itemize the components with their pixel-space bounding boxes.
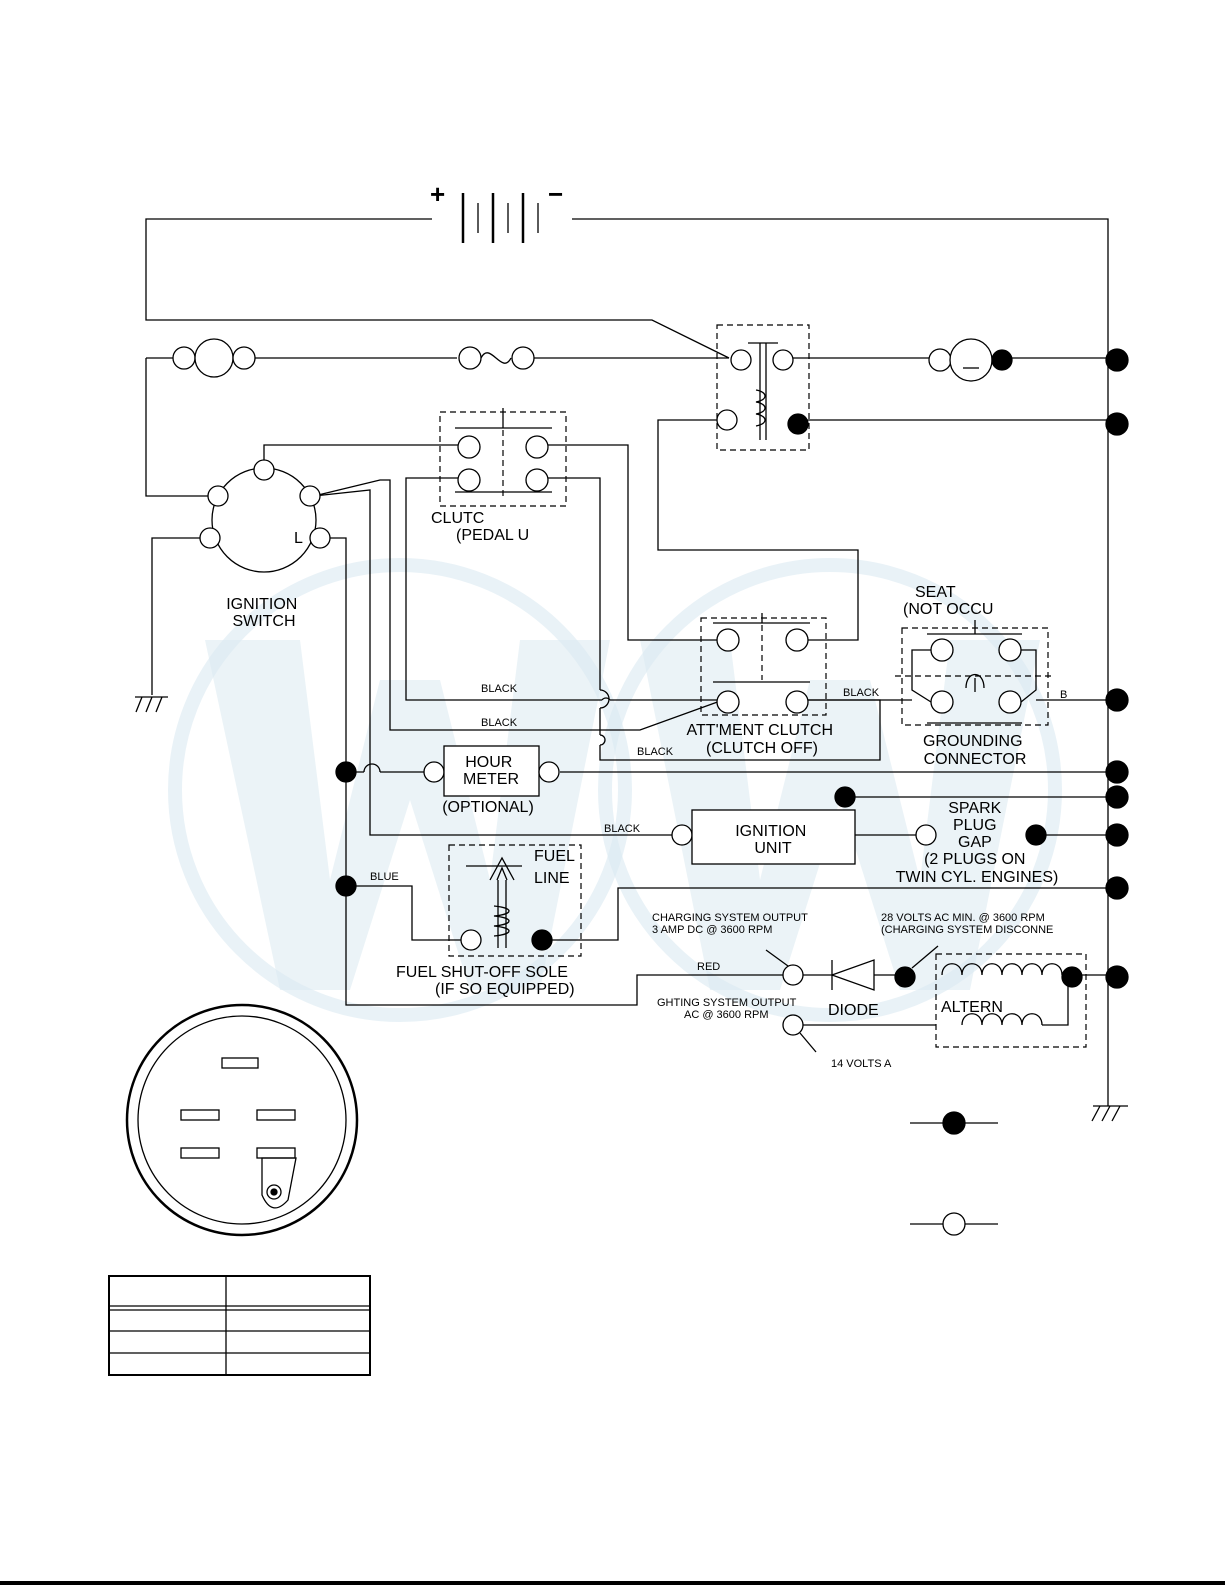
svg-text:IGNITION UNIT: IGNITION UNIT bbox=[735, 823, 811, 857]
svg-text:SPARK PLUG GAP: SPARK PLUG GAP (2 PLUGS ON TWIN CYL. ENG… bbox=[896, 800, 1059, 886]
hour-meter-optional: (OPTIONAL) bbox=[442, 799, 534, 816]
ignition-switch: L IGNITION SWITCH bbox=[199, 459, 331, 630]
svg-text:28 VOLTS AC MIN. @ 3600 RPM: 28 VOLTS AC MIN. @ 3600 RPM (CHARGING SY… bbox=[881, 912, 1053, 936]
ignition-unit-label-1: IGNITION bbox=[735, 823, 806, 840]
spark-label-3: GAP bbox=[958, 834, 992, 851]
charging-system: DIODE CHARGING SYSTEM OUTPUT 3 AMP DC @ … bbox=[652, 912, 1053, 1070]
wire-label-black-1: BLACK bbox=[481, 683, 518, 695]
lighting-output-2: AC @ 3600 RPM bbox=[684, 1009, 769, 1021]
clutch-label-2: (PEDAL U bbox=[456, 527, 529, 544]
wire-labels: BLACK BLACK BLACK BLACK BLACK BLUE RED B bbox=[370, 683, 1067, 973]
starter-solenoid bbox=[716, 324, 810, 451]
ammeter bbox=[172, 338, 256, 378]
wire-label-black-2: BLACK bbox=[481, 717, 518, 729]
wire-label-red: RED bbox=[697, 961, 720, 973]
svg-text:IGNITION SWITCH: IGNITION SWITCH bbox=[226, 596, 302, 630]
seat-label-1: SEAT bbox=[915, 584, 956, 601]
fuel-solenoid-label-1: FUEL SHUT-OFF SOLE bbox=[396, 964, 568, 981]
spark-label-2: PLUG bbox=[953, 817, 997, 834]
clutch-switch: CLUTC (PEDAL U bbox=[431, 408, 567, 544]
svg-text:CLUTC (PEDAL U: CLUTC (PEDAL U bbox=[431, 510, 529, 544]
wire-label-b: B bbox=[1060, 689, 1067, 701]
ground-left-icon bbox=[135, 696, 168, 713]
svg-text:SEAT (NOT OCCU: SEAT (NOT OCCU bbox=[903, 584, 993, 618]
volts-28-2: (CHARGING SYSTEM DISCONNE bbox=[881, 924, 1053, 936]
starter-motor bbox=[928, 338, 1013, 382]
volts-14: 14 VOLTS A bbox=[831, 1058, 892, 1070]
spark-label-1: SPARK bbox=[948, 800, 1001, 817]
fuel-solenoid: FUEL LINE FUEL SHUT-OFF SOLE (IF SO EQUI… bbox=[396, 844, 582, 998]
wire-label-black-5: BLACK bbox=[604, 823, 641, 835]
fuse bbox=[458, 346, 535, 370]
clutch-label-1: CLUTC bbox=[431, 510, 484, 527]
grounding-label-2: CONNECTOR bbox=[924, 751, 1027, 768]
seat-label-2: (NOT OCCU bbox=[903, 601, 993, 618]
grounding-label-1: GROUNDING bbox=[923, 733, 1023, 750]
ignition-switch-label-1: IGNITION bbox=[226, 596, 297, 613]
svg-text:FUEL SHUT-OFF SOLE (IF S: FUEL SHUT-OFF SOLE (IF SO EQUIPPED) bbox=[396, 964, 575, 998]
svg-text:GHTING SYSTEM OUTPUT AC: GHTING SYSTEM OUTPUT AC @ 3600 RPM bbox=[657, 997, 799, 1021]
wire-label-blue: BLUE bbox=[370, 871, 399, 883]
wire-label-black-4: BLACK bbox=[843, 687, 880, 699]
battery-minus: − bbox=[548, 179, 563, 209]
ignition-unit-label-2: UNIT bbox=[754, 840, 792, 857]
spark-label-5: TWIN CYL. ENGINES) bbox=[896, 869, 1059, 886]
volts-28-1: 28 VOLTS AC MIN. @ 3600 RPM bbox=[881, 912, 1045, 924]
alternator: ALTERN bbox=[935, 953, 1087, 1048]
svg-text:FUEL LINE: FUEL LINE bbox=[534, 848, 579, 887]
battery: + − bbox=[430, 179, 563, 243]
hour-meter-label-1: HOUR bbox=[465, 754, 512, 771]
seat-switch: SEAT (NOT OCCU GROUNDING CONNECTOR bbox=[895, 584, 1055, 768]
lighting-output-1: GHTING SYSTEM OUTPUT bbox=[657, 997, 797, 1009]
ignition-connector-plug bbox=[125, 1003, 359, 1237]
att-clutch-label-1: ATT'MENT CLUTCH bbox=[687, 722, 833, 739]
hour-meter: HOUR METER (OPTIONAL) bbox=[423, 745, 560, 816]
spark-label-4: (2 PLUGS ON bbox=[924, 851, 1025, 868]
svg-text:ATT'MENT CLUTCH (CLUTCH: ATT'MENT CLUTCH (CLUTCH OFF) bbox=[687, 722, 838, 757]
charging-output-1: CHARGING SYSTEM OUTPUT bbox=[652, 912, 808, 924]
watermark-logo bbox=[168, 558, 1062, 1022]
att-clutch-label-2: (CLUTCH OFF) bbox=[706, 740, 818, 757]
empty-table bbox=[108, 1275, 371, 1376]
wire-label-black-3: BLACK bbox=[637, 746, 674, 758]
alternator-label: ALTERN bbox=[941, 999, 1003, 1016]
ignition-l-label: L bbox=[294, 530, 303, 547]
wires bbox=[145, 218, 1109, 1095]
fuel-line-label-1: FUEL bbox=[534, 848, 575, 865]
charging-output-2: 3 AMP DC @ 3600 RPM bbox=[652, 924, 772, 936]
ignition-unit: IGNITION UNIT bbox=[671, 786, 856, 865]
battery-plus: + bbox=[430, 179, 445, 209]
attachment-clutch-switch: ATT'MENT CLUTCH (CLUTCH OFF) bbox=[687, 613, 838, 757]
fuel-solenoid-label-2: (IF SO EQUIPPED) bbox=[435, 981, 575, 998]
bottom-rule bbox=[0, 1581, 1225, 1585]
ground-right-icon bbox=[1091, 1095, 1128, 1122]
spark-plug: SPARK PLUG GAP (2 PLUGS ON TWIN CYL. ENG… bbox=[896, 800, 1059, 886]
fuel-line-label-2: LINE bbox=[534, 870, 570, 887]
hour-meter-label-2: METER bbox=[463, 771, 519, 788]
ground-junctions bbox=[335, 348, 1129, 989]
ignition-switch-label-2: SWITCH bbox=[232, 613, 295, 630]
legend bbox=[910, 1111, 998, 1236]
svg-text:HOUR METER: HOUR METER bbox=[463, 754, 519, 788]
svg-text:CHARGING SYSTEM OUTPUT 3: CHARGING SYSTEM OUTPUT 3 AMP DC @ 3600 R… bbox=[652, 912, 811, 936]
diode-label: DIODE bbox=[828, 1002, 879, 1019]
svg-text:GROUNDING CONNECTOR: GROUNDING CONNECTOR bbox=[923, 733, 1027, 768]
